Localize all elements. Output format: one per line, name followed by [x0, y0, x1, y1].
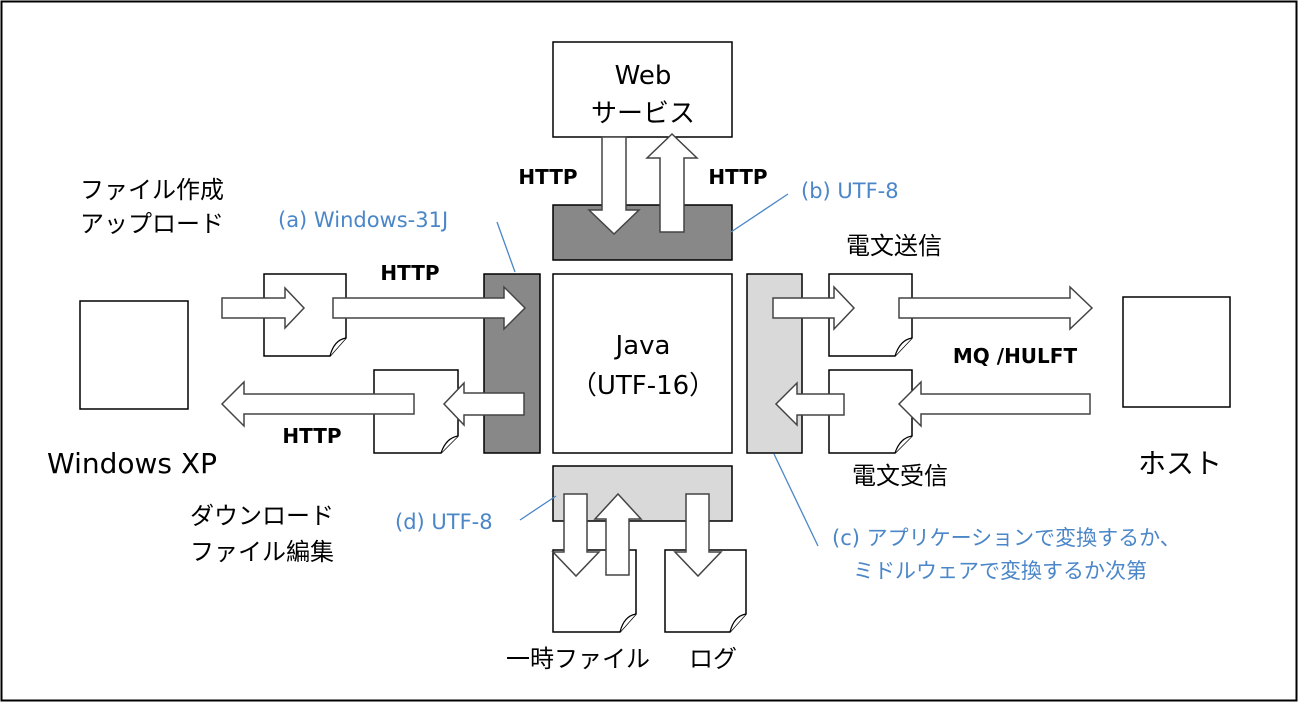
send-file-fold [894, 337, 913, 357]
windows-xp-box [79, 300, 189, 410]
encoding-band-b [552, 204, 733, 261]
send-arrow-icon [772, 285, 856, 331]
recv-mq-arrow-icon [897, 380, 1091, 428]
msg-send-label: 電文送信 [846, 232, 942, 260]
temp-file-fold [619, 613, 637, 633]
note-c-line1: (c) アプリケーションで変換するか、 [832, 526, 1181, 550]
http-label-web-left: HTTP [518, 165, 577, 189]
download-http-arrow-icon [220, 380, 415, 428]
recv-file-fold [894, 435, 913, 454]
msg-recv-label: 電文受信 [852, 462, 948, 490]
note-b-leader [730, 193, 789, 233]
note-b: (b) UTF-8 [801, 179, 899, 203]
upload-arrow-icon [221, 286, 306, 330]
note-d-leader [519, 495, 557, 521]
download-file-fold [440, 435, 459, 454]
java-label-line2: （UTF-16） [571, 371, 715, 401]
web-service-box [552, 41, 733, 138]
log-label: ログ [689, 645, 737, 673]
http-label-upload: HTTP [380, 261, 439, 285]
java-label-line1: Java [614, 331, 671, 361]
send-mq-arrow-icon [898, 285, 1094, 331]
download-label-line1: ダウンロード [190, 502, 334, 530]
down-arrow-icon [587, 136, 641, 236]
download-label-line2: ファイル編集 [190, 538, 334, 566]
windows-xp-label: Windows XP [47, 447, 217, 480]
temp-down-arrow-icon [551, 493, 601, 578]
upload-file-fold [329, 337, 347, 357]
java-box [552, 273, 733, 454]
note-d: (d) UTF-8 [395, 510, 493, 534]
http-label-download: HTTP [282, 424, 341, 448]
note-a: (a) Windows-31J [278, 208, 448, 232]
web-service-label-line2: サービス [591, 99, 695, 129]
upload-label-line2: アップロード [80, 210, 224, 238]
up-arrow-icon [645, 132, 699, 233]
note-c-leader [773, 453, 819, 547]
log-down-arrow-icon [673, 493, 723, 578]
host-label: ホスト [1138, 447, 1222, 480]
download-arrow-icon [442, 381, 525, 427]
web-service-label-line1: Web [615, 61, 672, 91]
recv-arrow-icon [774, 381, 845, 427]
http-label-web-right: HTTP [708, 165, 767, 189]
host-box [1122, 296, 1231, 408]
log-file-fold [729, 613, 747, 633]
note-a-leader [496, 221, 516, 273]
upload-label-line1: ファイル作成 [80, 176, 224, 204]
upload-http-arrow-icon [332, 285, 527, 331]
temp-file-label: 一時ファイル [506, 645, 650, 673]
note-c-line2: ミドルウェアで変換するか次第 [853, 559, 1147, 583]
temp-up-arrow-icon [593, 492, 643, 576]
mq-hulft-label: MQ /HULFT [953, 344, 1078, 368]
